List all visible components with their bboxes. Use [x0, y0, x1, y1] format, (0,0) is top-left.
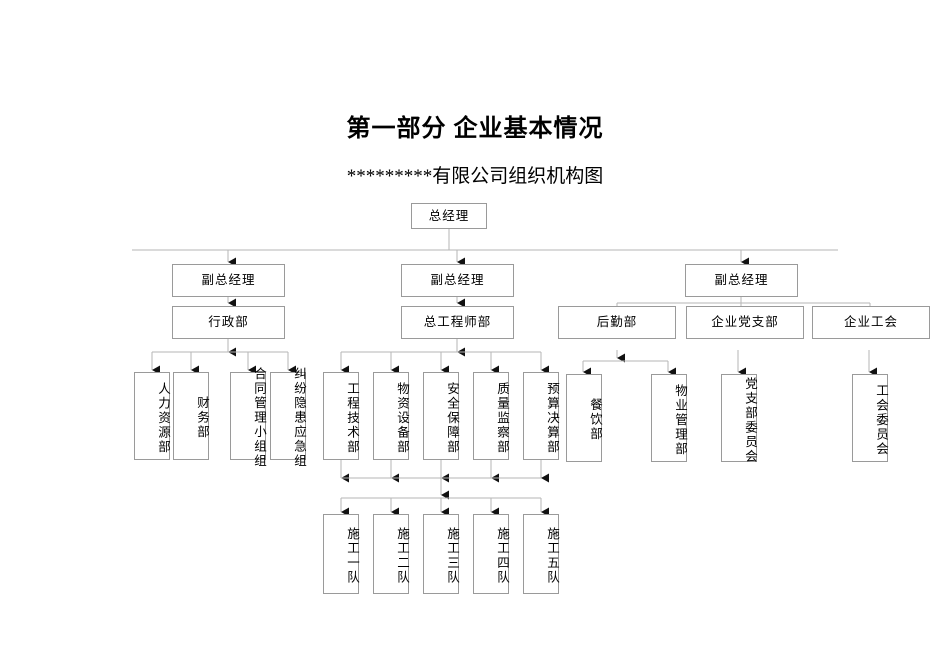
page-subtitle: *********有限公司组织机构图	[346, 166, 604, 187]
node-label: 施工一队	[345, 527, 359, 585]
page-title: 第一部分 企业基本情况	[346, 116, 604, 142]
node-label: 副总经理	[201, 273, 256, 288]
node-chief-engineer-department[interactable]: 总工程师部	[401, 306, 514, 339]
node-enterprise-trade-union[interactable]: 企业工会	[812, 306, 930, 339]
node-label: 安全保障部	[445, 381, 459, 455]
node-party-branch[interactable]: 企业党支部	[686, 306, 804, 339]
node-label: 餐饮部	[588, 398, 602, 442]
node-budget-settlement-department[interactable]: 预算决算部	[523, 372, 559, 460]
node-deputy-general-manager-2[interactable]: 副总经理	[401, 264, 514, 297]
node-label: 施工四队	[495, 527, 509, 585]
node-label: 工会委员会	[874, 383, 888, 457]
node-label: 总工程师部	[423, 315, 492, 330]
node-label: 施工三队	[445, 527, 459, 585]
node-construction-team-5[interactable]: 施工五队	[523, 514, 559, 594]
node-label: 财务部	[195, 396, 209, 440]
node-catering-department[interactable]: 餐饮部	[566, 374, 602, 462]
node-label: 后勤部	[596, 315, 638, 330]
node-label: 施工五队	[545, 527, 559, 585]
node-label: 党支部委员会	[743, 376, 757, 464]
node-label: 预算决算部	[545, 381, 559, 455]
node-trade-union-committee[interactable]: 工会委员会	[852, 374, 888, 462]
node-label: 工程技术部	[345, 381, 359, 455]
node-safety-assurance-department[interactable]: 安全保障部	[423, 372, 459, 460]
node-label: 行政部	[208, 315, 249, 330]
node-label: 副总经理	[430, 273, 485, 288]
node-construction-team-1[interactable]: 施工一队	[323, 514, 359, 594]
node-construction-team-3[interactable]: 施工三队	[423, 514, 459, 594]
node-deputy-general-manager-3[interactable]: 副总经理	[685, 264, 798, 297]
node-administration-department[interactable]: 行政部	[172, 306, 285, 339]
node-label: 企业工会	[843, 315, 898, 330]
node-logistics-department[interactable]: 后勤部	[558, 306, 676, 339]
node-quality-supervision-department[interactable]: 质量监察部	[473, 372, 509, 460]
node-construction-team-2[interactable]: 施工二队	[373, 514, 409, 594]
node-general-manager[interactable]: 总经理	[411, 203, 487, 229]
node-dispute-emergency-group[interactable]: 纠纷隐患应急组	[270, 367, 306, 469]
node-party-branch-committee[interactable]: 党支部委员会	[721, 374, 757, 464]
node-finance-department[interactable]: 财务部	[173, 372, 209, 460]
node-label: 质量监察部	[495, 381, 509, 455]
node-label: 企业党支部	[711, 315, 779, 330]
node-property-management-department[interactable]: 物业管理部	[651, 374, 687, 462]
node-materials-equipment-department[interactable]: 物资设备部	[373, 372, 409, 460]
node-label: 副总经理	[714, 273, 769, 288]
node-deputy-general-manager-1[interactable]: 副总经理	[172, 264, 285, 297]
node-engineering-technology-department[interactable]: 工程技术部	[323, 372, 359, 460]
node-label: 物资设备部	[395, 381, 409, 455]
node-contract-management-group[interactable]: 合同管理小组组	[230, 367, 266, 469]
node-label: 总经理	[428, 208, 470, 223]
node-label: 合同管理小组组	[252, 367, 266, 469]
node-construction-team-4[interactable]: 施工四队	[473, 514, 509, 594]
node-human-resources-department[interactable]: 人力资源部	[134, 372, 170, 460]
node-label: 物业管理部	[673, 383, 687, 457]
node-label: 人力资源部	[156, 381, 170, 455]
node-label: 纠纷隐患应急组	[292, 367, 306, 469]
node-label: 施工二队	[395, 527, 409, 585]
